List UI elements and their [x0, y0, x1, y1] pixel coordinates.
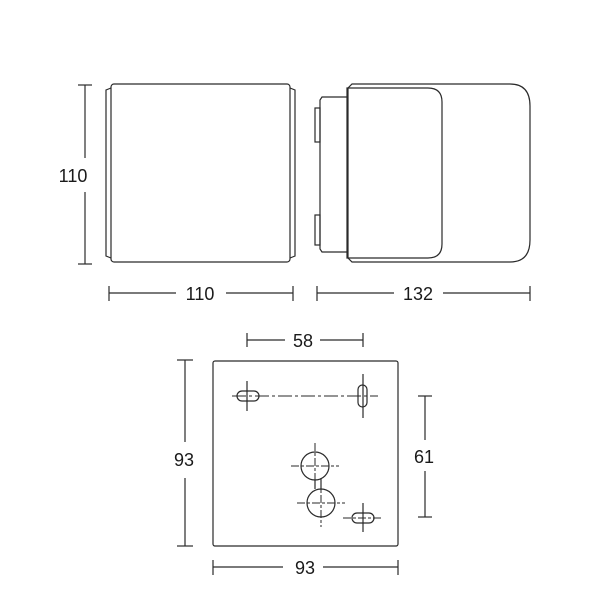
round-hole-lower: [297, 480, 345, 527]
mounting-plate-view: 58 93 61 93: [174, 331, 434, 578]
front-height-label: 110: [59, 166, 88, 186]
plate-width-label: 93: [295, 558, 315, 578]
side-view: 132: [314, 83, 531, 304]
front-view: 110 110: [59, 83, 296, 304]
front-width-label: 110: [186, 284, 215, 304]
hole-spacing-label: 58: [293, 331, 313, 351]
slot-hole-bottom-right: [343, 503, 383, 532]
vertical-spacing-label: 61: [414, 447, 434, 467]
side-depth-label: 132: [403, 284, 433, 304]
slot-hole-top-right: [357, 374, 368, 418]
slot-hole-top-left: [236, 381, 260, 411]
plate-height-label: 93: [174, 450, 194, 470]
